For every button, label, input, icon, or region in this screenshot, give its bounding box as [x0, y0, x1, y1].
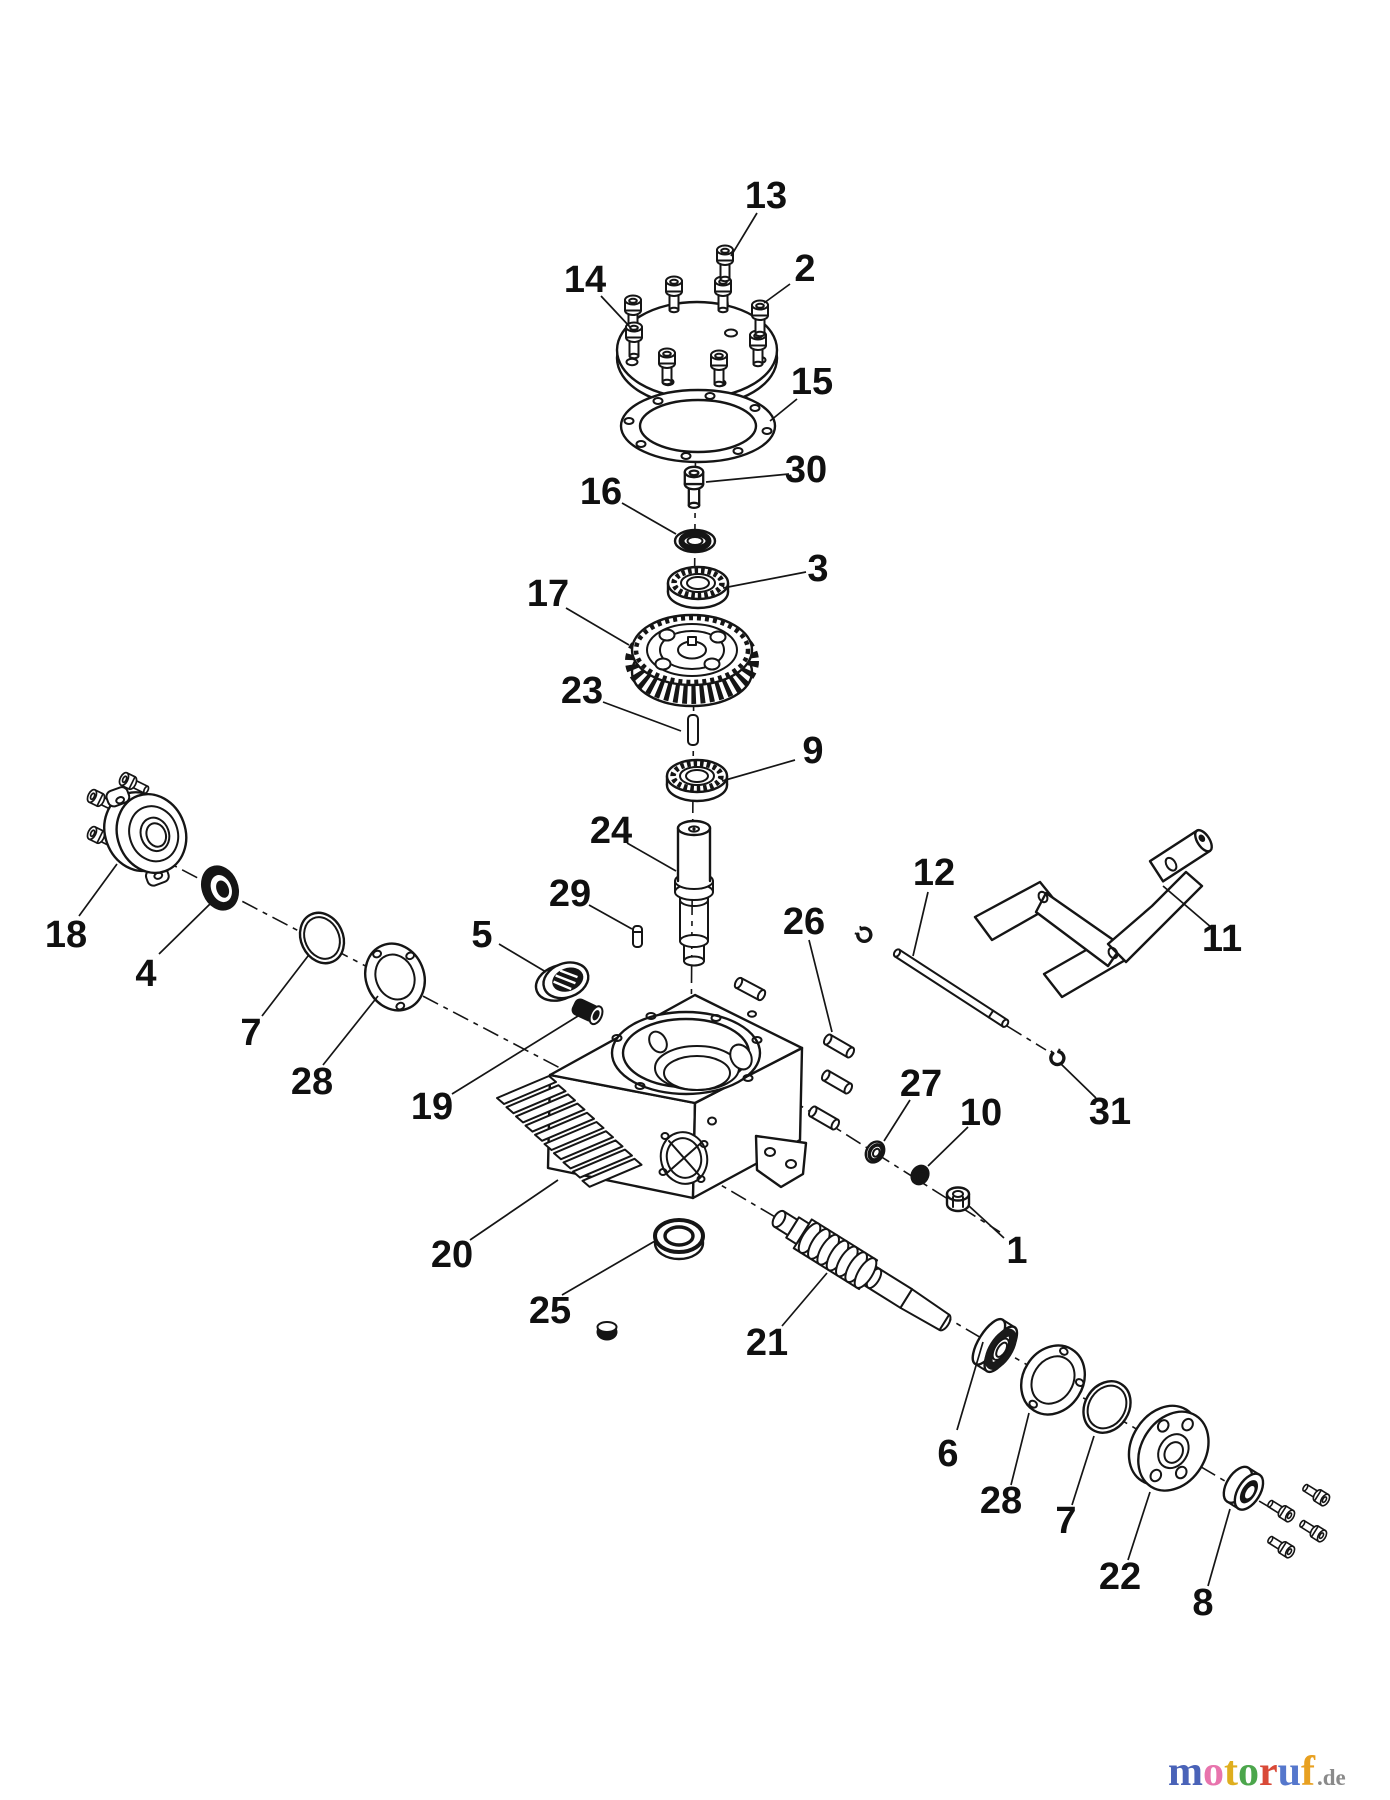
callout-labels: 1 2 3 4 5 6 7 7 8 9 10 11 12 13 14 15 16… — [45, 175, 1242, 1624]
jam-nut-10 — [910, 1164, 930, 1186]
callout-25: 25 — [529, 1290, 571, 1332]
shift-fork-11 — [973, 828, 1213, 999]
small-plug — [596, 1321, 618, 1341]
cooling-fins — [496, 1075, 643, 1188]
o-ring-7-left — [298, 911, 346, 965]
callout-9: 9 — [802, 730, 823, 772]
bearing-flange-18 — [103, 786, 188, 887]
callout-21: 21 — [746, 1322, 788, 1364]
callout-22: 22 — [1099, 1556, 1141, 1598]
callout-8: 8 — [1192, 1582, 1213, 1624]
callout-20: 20 — [431, 1234, 473, 1276]
callout-5: 5 — [471, 914, 492, 956]
callout-28-left: 28 — [291, 1061, 333, 1103]
callout-27: 27 — [900, 1063, 942, 1105]
callout-14: 14 — [564, 259, 606, 301]
mounting-lug — [754, 1134, 808, 1189]
e-ring-31 — [1049, 1046, 1066, 1067]
callout-10: 10 — [960, 1092, 1002, 1134]
bearing-flange-22 — [1127, 1404, 1210, 1492]
screw-30 — [683, 465, 705, 510]
callout-7-right: 7 — [1055, 1500, 1076, 1542]
callout-24: 24 — [590, 810, 632, 852]
callout-26: 26 — [783, 901, 825, 943]
bearing-6 — [971, 1317, 1019, 1374]
callout-6: 6 — [937, 1433, 958, 1475]
callout-4: 4 — [135, 953, 156, 995]
oil-seal-4 — [201, 865, 239, 911]
callout-7-left: 7 — [240, 1012, 261, 1054]
callout-13: 13 — [745, 175, 787, 217]
callout-19: 19 — [411, 1086, 453, 1128]
watermark-letter: f — [1301, 1749, 1316, 1795]
watermark-logo: motoruf.de — [1168, 1750, 1346, 1800]
shift-rod-12 — [892, 948, 1010, 1028]
gear-17 — [625, 613, 759, 708]
watermark-letter: r — [1259, 1749, 1278, 1795]
key-29 — [632, 925, 643, 948]
callout-1: 1 — [1006, 1230, 1027, 1272]
callout-15: 15 — [791, 361, 833, 403]
watermark-letter: o — [1238, 1749, 1259, 1795]
plug-19-part — [571, 998, 604, 1026]
gasket-28-left — [364, 942, 426, 1012]
output-shaft-24 — [674, 819, 714, 967]
gearbox-housing-20 — [496, 993, 808, 1200]
watermark-letter: t — [1224, 1749, 1238, 1795]
callout-2: 2 — [794, 248, 815, 290]
watermark-letter: m — [1168, 1749, 1203, 1795]
threaded-plug-5 — [534, 961, 590, 1002]
gasket-15 — [619, 388, 777, 464]
screw-13 — [716, 244, 734, 283]
callout-18: 18 — [45, 914, 87, 956]
washer-16 — [673, 528, 717, 554]
watermark-letter: o — [1203, 1749, 1224, 1795]
oil-seal-8 — [1222, 1465, 1265, 1511]
callout-16: 16 — [580, 471, 622, 513]
center-axes — [151, 291, 1289, 1519]
callout-3: 3 — [807, 548, 828, 590]
side-port — [658, 1131, 709, 1185]
gasket-28-right — [1020, 1344, 1086, 1416]
worm-shaft-21 — [771, 1209, 952, 1332]
key-23 — [687, 714, 699, 746]
oil-seal-25 — [653, 1218, 705, 1261]
nut-1 — [945, 1186, 971, 1213]
callout-23: 23 — [561, 670, 603, 712]
watermark-suffix: .de — [1317, 1765, 1346, 1790]
callout-31: 31 — [1089, 1091, 1131, 1133]
cover-plate — [615, 300, 779, 408]
ball-bearing-3 — [668, 567, 728, 608]
watermark-letter: u — [1277, 1749, 1302, 1795]
callout-28-right: 28 — [980, 1480, 1022, 1522]
e-ring-upper — [851, 921, 876, 946]
callout-29: 29 — [549, 873, 591, 915]
callout-12: 12 — [913, 852, 955, 894]
washer-27 — [864, 1140, 886, 1164]
callout-17: 17 — [527, 573, 569, 615]
callout-11: 11 — [1202, 918, 1242, 960]
callout-30: 30 — [785, 449, 827, 491]
o-ring-7-right — [1082, 1380, 1132, 1434]
ball-bearing-9 — [667, 760, 727, 801]
flange-screws-right — [1264, 1480, 1333, 1561]
leader-lines — [78, 212, 1231, 1587]
